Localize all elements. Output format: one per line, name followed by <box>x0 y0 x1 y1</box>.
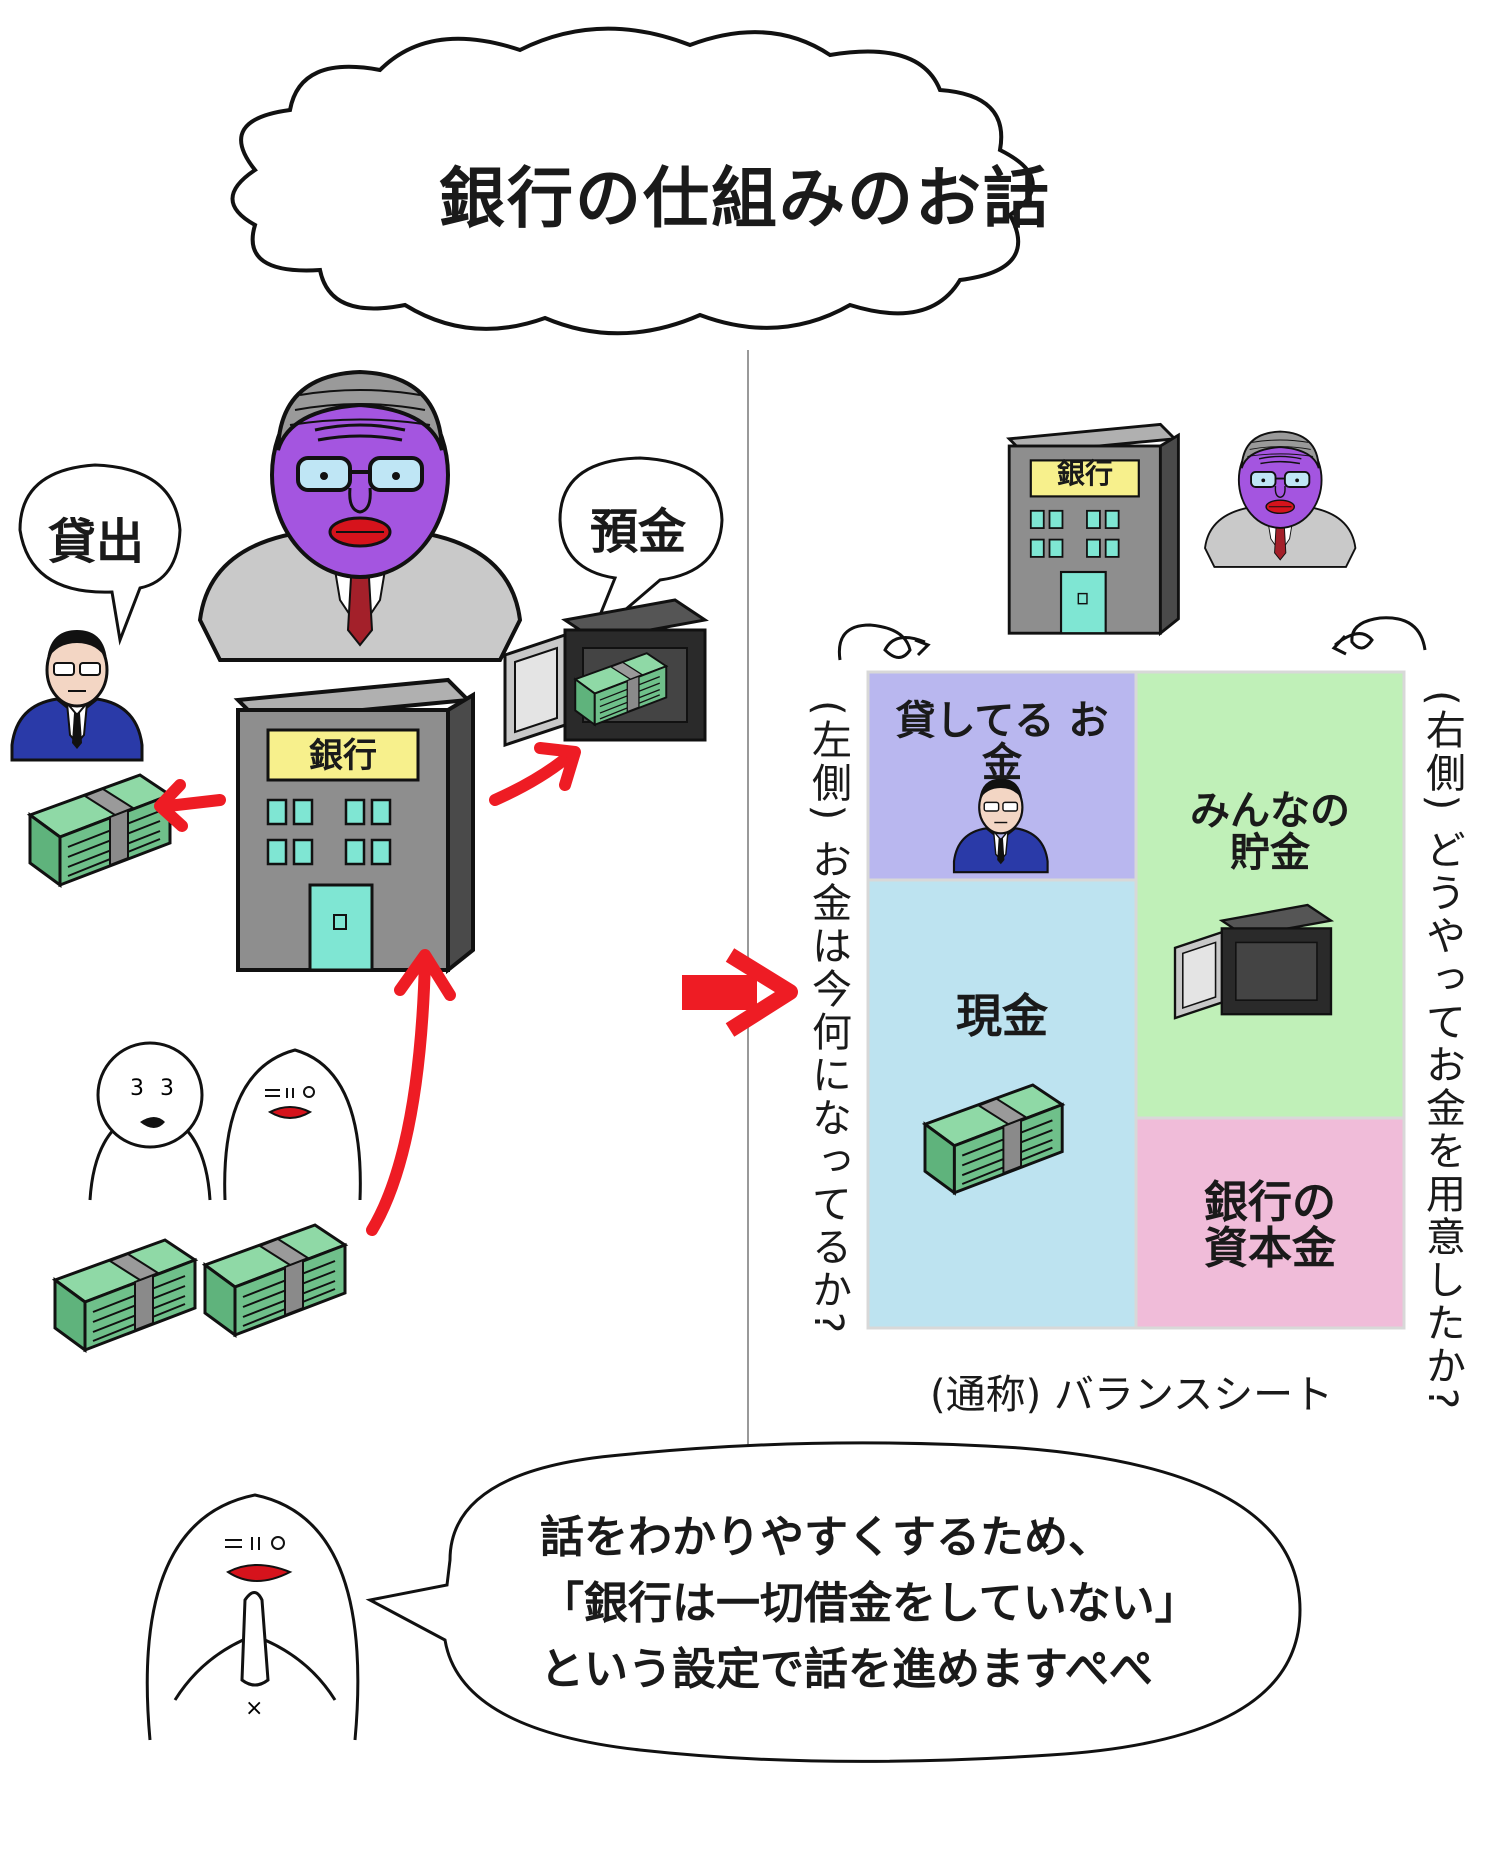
svg-text:3: 3 <box>130 1076 144 1101</box>
deposit-bubble <box>558 456 724 642</box>
left-side-caption: (左側) お金は今何になってるか? <box>805 700 851 1337</box>
speech-line: 「銀行は一切借金をしていない」 <box>540 1578 1199 1629</box>
svg-text:×: × <box>245 1696 263 1721</box>
lent-money-label: 貸してる お金 <box>895 698 1109 786</box>
balance-sheet-caption: (通称) バランスシート <box>930 1372 1334 1418</box>
arrow-icon <box>154 742 581 1236</box>
money-stack-icon <box>28 773 172 887</box>
loan-bubble <box>18 463 182 646</box>
svg-text:3: 3 <box>160 1076 174 1101</box>
speech-text: 話をわかりやすくするため、 「銀行は一切借金をしていない」 という設定で話を進め… <box>540 1505 1240 1703</box>
bank-sign-right: 銀行 <box>1056 457 1113 490</box>
boss-character-icon <box>198 370 522 662</box>
customer-character-icon: 3 3 <box>88 1041 212 1201</box>
deposit-bubble-label: 預金 <box>590 504 687 560</box>
transition-arrow-icon <box>682 948 798 1037</box>
capital-cell <box>1134 1116 1406 1330</box>
savings-cell <box>1134 670 1406 1120</box>
title-cloud <box>230 26 1035 336</box>
praying-ghost-icon: × <box>145 1493 360 1741</box>
speech-bubble <box>365 1441 1302 1763</box>
curly-arrow-icon <box>837 616 1427 661</box>
cash-label: 現金 <box>956 989 1048 1043</box>
bank-building-icon <box>236 678 475 972</box>
bank-sign-left: 銀行 <box>309 736 377 776</box>
capital-label: 銀行の 資本金 <box>1204 1177 1336 1275</box>
right-side-caption: (右側) どうやってお金を用意したか? <box>1419 690 1465 1413</box>
savings-label: みんなの 貯金 <box>1190 788 1350 876</box>
money-stack-icon <box>203 1223 347 1337</box>
ghost-character-icon <box>223 1048 362 1202</box>
boss-character-icon <box>1204 430 1357 568</box>
speech-line: という設定で話を進めますぺぺ <box>540 1644 1153 1695</box>
money-stack-icon <box>53 1238 197 1352</box>
borrower-character-icon <box>10 628 144 762</box>
page-title: 銀行の仕組みのお話 <box>439 160 1051 237</box>
speech-line: 話をわかりやすくするため、 <box>540 1512 1112 1563</box>
loan-bubble-label: 貸出 <box>48 514 145 570</box>
balance-sheet <box>866 670 1406 1330</box>
